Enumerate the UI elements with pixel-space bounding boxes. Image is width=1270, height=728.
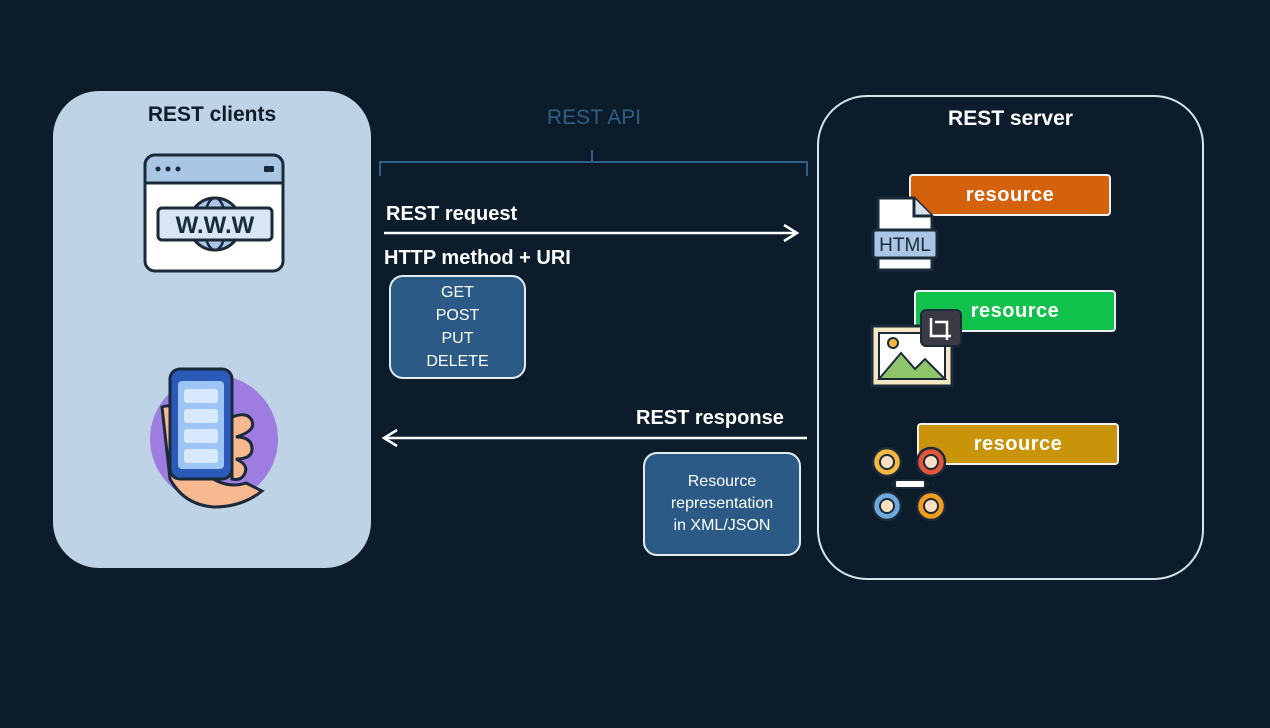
request-arrow xyxy=(384,223,800,243)
www-text: W.W.W xyxy=(176,212,255,239)
http-methods-box: GET POST PUT DELETE xyxy=(389,275,526,379)
rest-request-label: REST request xyxy=(386,203,518,225)
users-network-icon xyxy=(871,446,947,522)
http-method-uri-label: HTTP method + URI xyxy=(384,247,571,270)
method-put: PUT xyxy=(441,330,474,347)
html-file-icon: HTML xyxy=(871,196,939,272)
rest-clients-title: REST clients xyxy=(147,103,277,126)
response-arrow xyxy=(381,428,807,448)
repr-line-3: in XML/JSON xyxy=(673,517,771,534)
resource-users: resource xyxy=(917,423,1119,465)
method-get: GET xyxy=(441,284,474,301)
rest-server-panel xyxy=(817,95,1204,580)
method-delete: DELETE xyxy=(426,353,489,370)
resource-representation-box: Resource representation in XML/JSON xyxy=(643,452,801,556)
rest-api-label: REST API xyxy=(546,106,642,129)
api-bracket xyxy=(379,150,808,176)
repr-line-2: representation xyxy=(670,495,774,512)
http-method-uri-text: HTTP method + URI xyxy=(384,247,571,269)
rest-response-label: REST response xyxy=(636,407,784,429)
image-crop-icon xyxy=(870,309,962,388)
rest-server-title: REST server xyxy=(948,107,1073,130)
resource-html: resource xyxy=(909,174,1111,216)
www-browser-icon: W.W.W xyxy=(143,153,285,273)
smartphone-hand-icon xyxy=(150,367,278,509)
html-text: HTML xyxy=(879,235,931,256)
method-post: POST xyxy=(435,307,480,324)
repr-line-1: Resource xyxy=(687,473,757,490)
